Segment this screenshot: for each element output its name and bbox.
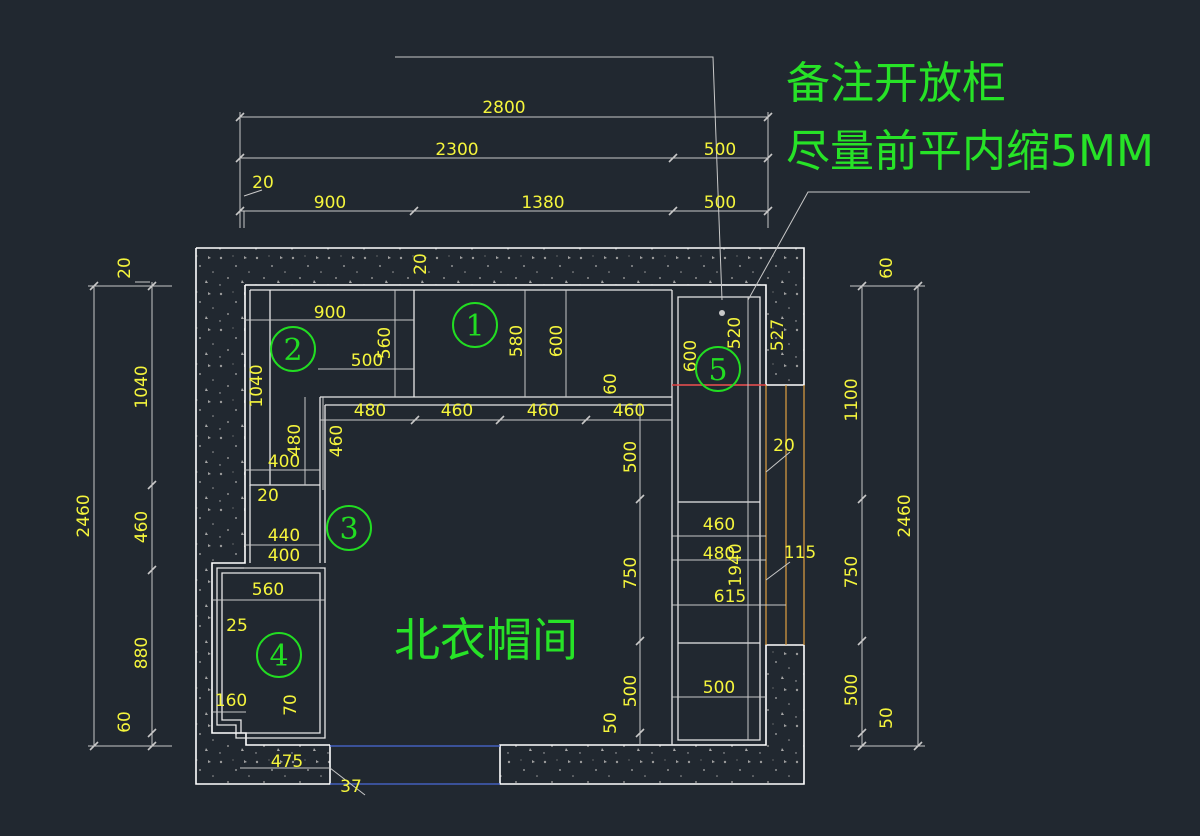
dim-inner-500: 500 bbox=[621, 441, 641, 473]
dim-top-total: 2800 bbox=[482, 98, 525, 118]
cabinet-markers: 1 2 3 4 5 bbox=[256, 302, 741, 678]
dim-top-900: 900 bbox=[314, 193, 346, 213]
dim-c5-115: 115 bbox=[784, 543, 816, 563]
dim-c3-400: 400 bbox=[268, 546, 300, 566]
dim-inner-500b: 500 bbox=[621, 675, 641, 707]
dim-c1-60: 60 bbox=[601, 373, 621, 395]
dim-top-20: 20 bbox=[252, 173, 274, 193]
dim-c2-20b: 20 bbox=[257, 486, 279, 506]
wall-outline bbox=[195, 247, 805, 785]
dim-run-460c: 460 bbox=[613, 401, 645, 421]
dim-top-500a: 500 bbox=[704, 140, 736, 160]
dim-c2-560: 560 bbox=[375, 327, 395, 359]
dim-c5-1940: 1940 bbox=[726, 543, 746, 586]
cabinet-marker-2[interactable]: 2 bbox=[270, 326, 316, 372]
dim-bottom-475: 475 bbox=[271, 752, 303, 772]
dim-bottom-37: 37 bbox=[340, 777, 362, 797]
dim-run-460b: 460 bbox=[527, 401, 559, 421]
note-line-1: 备注开放柜 bbox=[786, 58, 1006, 109]
dimension-lines bbox=[88, 56, 1030, 796]
svg-text:4: 4 bbox=[269, 639, 288, 674]
dim-c5-20: 20 bbox=[773, 436, 795, 456]
dim-c4-25: 25 bbox=[226, 616, 248, 636]
dim-run-460a: 460 bbox=[441, 401, 473, 421]
dim-c2-500: 500 bbox=[351, 351, 383, 371]
dim-top-2300: 2300 bbox=[435, 140, 478, 160]
dimension-labels: 2800 2300 500 20 900 1380 500 2460 20 10… bbox=[74, 98, 915, 797]
dim-c2-400: 400 bbox=[268, 452, 300, 472]
dim-right-1100: 1100 bbox=[842, 378, 862, 421]
dim-c3-440: 440 bbox=[268, 526, 300, 546]
dim-c4-560: 560 bbox=[252, 580, 284, 600]
cabinet-marker-4[interactable]: 4 bbox=[256, 632, 302, 678]
cabinet-marker-5[interactable]: 5 bbox=[695, 346, 741, 392]
dim-c2-900: 900 bbox=[314, 303, 346, 323]
dim-left-20: 20 bbox=[115, 257, 135, 279]
dim-inner-50: 50 bbox=[601, 712, 621, 734]
dim-right-60: 60 bbox=[877, 257, 897, 279]
dim-inner-750: 750 bbox=[621, 557, 641, 589]
dim-right-total: 2460 bbox=[895, 494, 915, 537]
dim-left-460: 460 bbox=[132, 511, 152, 543]
dim-run-480: 480 bbox=[354, 401, 386, 421]
dim-right-50: 50 bbox=[877, 707, 897, 729]
dim-left-60: 60 bbox=[115, 711, 135, 733]
dim-c3-460: 460 bbox=[327, 425, 347, 457]
dim-c5-480: 480 bbox=[703, 544, 735, 564]
dim-top-1380: 1380 bbox=[521, 193, 564, 213]
dim-left-total: 2460 bbox=[74, 494, 94, 537]
cabinet-marker-1[interactable]: 1 bbox=[452, 302, 498, 348]
dim-top-500b: 500 bbox=[704, 193, 736, 213]
dim-right-750: 750 bbox=[842, 556, 862, 588]
dim-c2-480: 480 bbox=[285, 424, 305, 456]
dim-c5-460: 460 bbox=[703, 515, 735, 535]
svg-text:2: 2 bbox=[283, 333, 302, 368]
dim-c2-20: 20 bbox=[411, 253, 431, 275]
dim-left-1040: 1040 bbox=[132, 365, 152, 408]
svg-text:5: 5 bbox=[708, 353, 727, 388]
dim-c5-500: 500 bbox=[703, 678, 735, 698]
dim-c1-580: 580 bbox=[507, 325, 527, 357]
dim-c2-1040: 1040 bbox=[247, 364, 267, 407]
dim-c5-520: 520 bbox=[725, 317, 745, 349]
note-line-2: 尽量前平内缩5MM bbox=[786, 126, 1154, 177]
dim-c4-160: 160 bbox=[215, 691, 247, 711]
wall-hatch bbox=[196, 248, 804, 784]
svg-text:1: 1 bbox=[465, 309, 484, 344]
room-name: 北衣帽间 bbox=[394, 613, 578, 667]
dim-c4-70: 70 bbox=[281, 694, 301, 716]
cabinet-outlines bbox=[216, 289, 805, 745]
svg-text:3: 3 bbox=[339, 512, 358, 547]
cabinet-marker-3[interactable]: 3 bbox=[326, 505, 372, 551]
dim-c1-600: 600 bbox=[547, 325, 567, 357]
dim-c5-600: 600 bbox=[681, 340, 701, 372]
dim-left-880: 880 bbox=[132, 637, 152, 669]
dim-c5-527: 527 bbox=[768, 319, 788, 351]
dim-c5-615: 615 bbox=[714, 587, 746, 607]
dim-right-500: 500 bbox=[842, 674, 862, 706]
